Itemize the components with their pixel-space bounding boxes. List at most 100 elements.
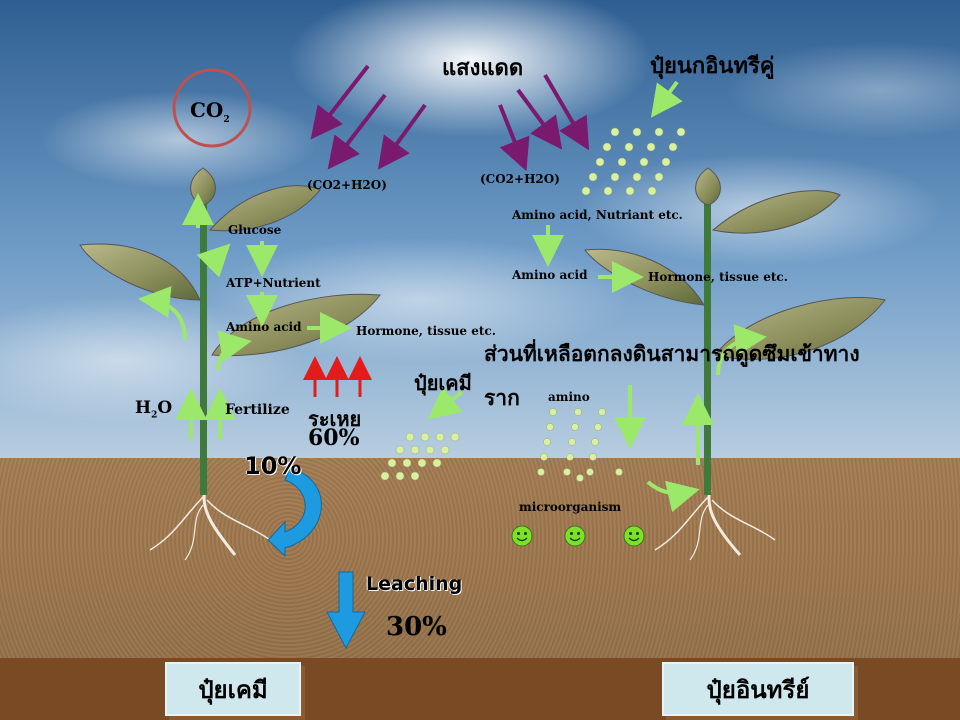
sky-background — [0, 0, 960, 458]
fertilizer-dot — [549, 408, 557, 416]
right-roots — [654, 489, 776, 561]
fertilizer-dot — [543, 438, 551, 446]
evaporation-arrows — [303, 356, 372, 397]
chemical-dots — [380, 432, 460, 481]
evaporation-label: ระเหย — [308, 407, 362, 431]
sunlight-label: แสงแดด — [442, 56, 524, 81]
fertilizer-dot — [440, 445, 450, 455]
fertilizer-dot — [610, 127, 620, 137]
fertilizer-dot — [647, 186, 657, 196]
left-roots — [149, 489, 271, 561]
fertilizer-dot — [632, 127, 642, 137]
right-hormone-label: Hormone, tissue etc. — [648, 270, 788, 284]
fertilizer-dot — [594, 423, 602, 431]
fertilizer-dot — [402, 458, 412, 468]
fertilizer-dot — [661, 157, 671, 167]
right-amino-acid-label: Amino acid — [512, 268, 588, 282]
microorganism-smileys — [511, 525, 645, 547]
fertilizer-dot — [668, 142, 678, 152]
fertilizer-dot — [603, 186, 613, 196]
fertilizer-dot — [450, 432, 460, 442]
fertilizer-dot — [624, 142, 634, 152]
evaporation-percent: 60% — [308, 425, 360, 451]
fertilizer-dot — [387, 458, 397, 468]
fertilizer-dot — [625, 186, 635, 196]
fertilizer-dot — [639, 157, 649, 167]
fertilizer-dot — [602, 142, 612, 152]
co2-label: CO2 — [190, 98, 230, 125]
fertilizer-dot — [410, 445, 420, 455]
leaching-label: Leaching — [366, 573, 463, 595]
fertilizer-dot — [574, 408, 582, 416]
fertilizer-dot — [568, 438, 576, 446]
fertilizer-dot — [576, 474, 584, 482]
remaining-soil-text-1: ส่วนที่เหลือตกลงดินสามารถดูดซึมเข้าทาง — [484, 342, 860, 366]
fertilizer-dot — [589, 453, 597, 461]
fertilizer-dot — [395, 471, 405, 481]
fertilizer-dot — [610, 172, 620, 182]
fertilizer-dot — [586, 468, 594, 476]
fertilizer-dot — [615, 468, 623, 476]
right-amino-nutrient-label: Amino acid, Nutriant etc. — [512, 208, 683, 222]
co2-circle — [172, 68, 252, 148]
soil-return-percent: 10% — [244, 452, 302, 480]
microorganism-smiley — [511, 525, 533, 547]
fertilizer-dot — [410, 471, 420, 481]
right-photosynthesis-input: (CO2+H2O) — [480, 172, 560, 186]
soil-return-arrow — [267, 467, 322, 558]
fertilizer-dot — [563, 468, 571, 476]
fertilizer-dot — [588, 172, 598, 182]
amino-dots — [537, 408, 623, 482]
fertilizer-dot — [676, 127, 686, 137]
chemical-fertilizer-box: ปุ๋ยเคมี — [165, 662, 301, 716]
left-green-arrows — [138, 193, 352, 440]
chemical-pointer-arrow — [427, 387, 464, 420]
left-hormone-label: Hormone, tissue etc. — [356, 324, 496, 338]
chemical-fertilizer-label: ปุ๋ยเคมี — [414, 371, 472, 395]
remaining-soil-text-2: ราก — [484, 386, 520, 410]
left-plant — [79, 167, 381, 495]
right-green-arrows — [532, 225, 767, 513]
fertilizer-dot — [435, 432, 445, 442]
microorganism-label: microorganism — [519, 500, 622, 514]
fertilizer-dot — [537, 468, 545, 476]
fertilizer-dot — [546, 423, 554, 431]
fertilize-label: Fertilize — [225, 402, 290, 418]
fertilizer-dot — [654, 127, 664, 137]
fertilizer-dot — [566, 453, 574, 461]
fertilizer-dot — [380, 471, 390, 481]
leaching-percent: 30% — [386, 612, 447, 642]
microorganism-smiley — [623, 525, 645, 547]
organic-pointer-arrow — [650, 80, 683, 118]
fertilizer-dot — [591, 438, 599, 446]
left-atp-nutrient-label: ATP+Nutrient — [226, 276, 321, 290]
fertilizer-dot — [632, 172, 642, 182]
amino-label: amino — [548, 390, 590, 404]
fertilizer-dot — [425, 445, 435, 455]
fertilizer-dot — [617, 157, 627, 167]
soil-background — [0, 458, 960, 658]
organic-fertilizer-top-label: ปุ๋ยนกอินทรีคู่ — [650, 54, 775, 79]
organic-fertilizer-box: ปุ๋ยอินทรีย์ — [662, 662, 854, 716]
fertilizer-dot — [646, 142, 656, 152]
fertilizer-dot — [420, 432, 430, 442]
fertilizer-dot — [432, 458, 442, 468]
fertilizer-dot — [405, 432, 415, 442]
fertilizer-dot — [598, 408, 606, 416]
fertilizer-dot — [395, 445, 405, 455]
microorganism-smiley — [564, 525, 586, 547]
fertilizer-dot — [571, 423, 579, 431]
fertilizer-dot — [654, 172, 664, 182]
fertilizer-dot — [581, 186, 591, 196]
fertilizer-dot — [595, 157, 605, 167]
fertilizer-dot — [417, 458, 427, 468]
fertilizer-dot — [540, 453, 548, 461]
left-photosynthesis-input: (CO2+H2O) — [307, 178, 387, 192]
left-amino-acid-label: Amino acid — [226, 320, 302, 334]
left-glucose-label: Glucose — [228, 223, 282, 237]
sunlight-arrows — [310, 64, 590, 172]
leaching-arrow — [326, 571, 366, 650]
organic-dots — [581, 127, 686, 196]
